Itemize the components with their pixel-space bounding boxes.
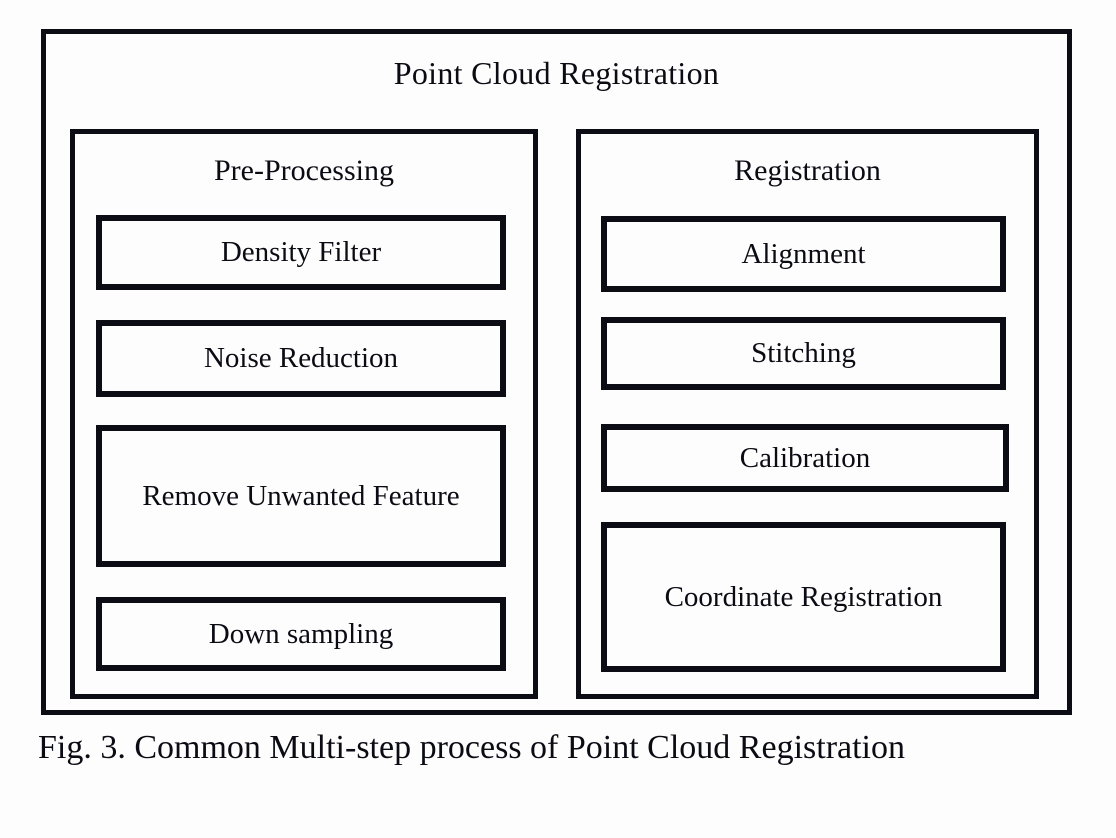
- process-box-coordinate-registration[interactable]: Coordinate Registration: [601, 522, 1006, 672]
- diagram-outer-frame: Point Cloud Registration Pre-Processing …: [41, 29, 1072, 715]
- process-box-label: Stitching: [751, 337, 856, 370]
- figure-caption: Fig. 3. Common Multi-step process of Poi…: [38, 729, 905, 766]
- panel-pre-processing: Pre-Processing Density Filter Noise Redu…: [70, 129, 538, 699]
- panel-container: Pre-Processing Density Filter Noise Redu…: [46, 34, 1067, 710]
- process-box-down-sampling[interactable]: Down sampling: [96, 597, 506, 671]
- process-box-label: Calibration: [739, 441, 871, 474]
- process-box-label: Coordinate Registration: [664, 580, 943, 613]
- process-box-label: Remove Unwanted Feature: [142, 479, 460, 512]
- panel-title-registration: Registration: [734, 154, 881, 187]
- process-box-label: Down sampling: [208, 617, 394, 650]
- panel-registration: Registration Alignment Stitching Calibra…: [576, 129, 1039, 699]
- process-box-label: Noise Reduction: [203, 342, 399, 375]
- process-box-stitching[interactable]: Stitching: [601, 317, 1006, 390]
- process-box-label: Alignment: [741, 237, 866, 270]
- process-box-density-filter[interactable]: Density Filter: [96, 215, 506, 290]
- process-box-label: Density Filter: [220, 236, 382, 269]
- process-box-calibration[interactable]: Calibration: [601, 424, 1009, 492]
- process-box-noise-reduction[interactable]: Noise Reduction: [96, 320, 506, 397]
- process-box-remove-unwanted-feature[interactable]: Remove Unwanted Feature: [96, 425, 506, 567]
- process-box-alignment[interactable]: Alignment: [601, 216, 1006, 292]
- diagram-title: Point Cloud Registration: [393, 55, 720, 91]
- panel-title-pre-processing: Pre-Processing: [214, 154, 394, 187]
